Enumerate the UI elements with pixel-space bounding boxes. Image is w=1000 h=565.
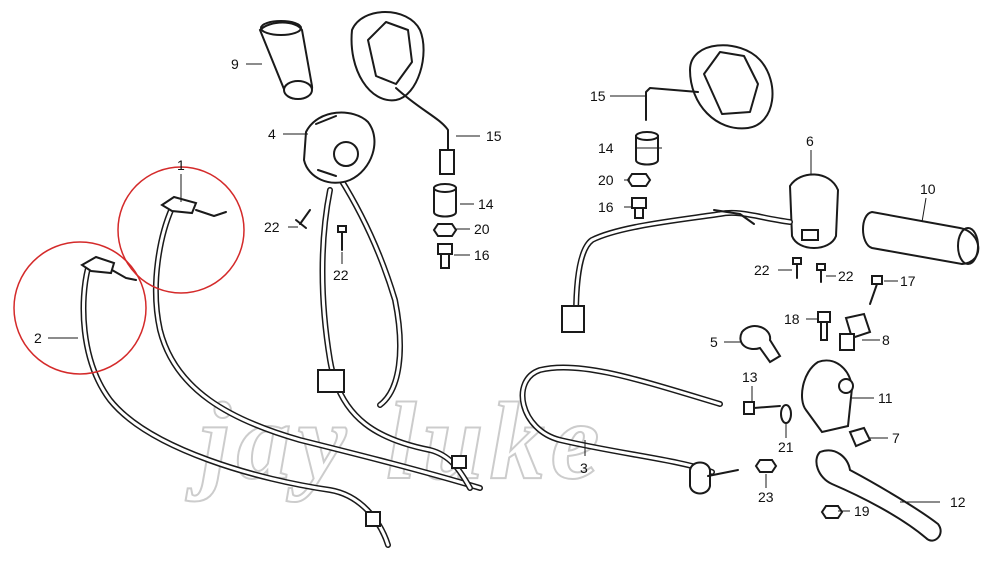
callout-20-left: 20 <box>474 221 490 237</box>
right-grip-10 <box>862 210 980 266</box>
right-switch-harness <box>561 209 793 333</box>
screw-22-a <box>295 209 311 229</box>
callout-22-c: 22 <box>754 262 770 278</box>
callout-15-right: 15 <box>590 88 606 104</box>
callout-18: 18 <box>784 311 800 327</box>
callout-14-left: 14 <box>478 196 494 212</box>
clutch-lever-12 <box>815 449 942 542</box>
highlight-circle-1 <box>117 166 245 294</box>
callout-6: 6 <box>806 133 814 149</box>
callout-3: 3 <box>580 460 588 476</box>
nut-19 <box>820 505 844 519</box>
callout-22-a: 22 <box>264 219 280 235</box>
leader-lines <box>48 63 940 512</box>
right-mirror-15 <box>645 44 774 130</box>
callout-10: 10 <box>920 181 936 197</box>
callout-20-right: 20 <box>598 172 614 188</box>
callout-21: 21 <box>778 439 794 455</box>
throttle-cable-1 <box>152 195 483 491</box>
left-switch-harness <box>317 175 473 527</box>
callout-23: 23 <box>758 489 774 505</box>
washer-21 <box>780 404 792 424</box>
left-grip-9 <box>258 20 314 100</box>
right-bolt-16 <box>631 197 647 219</box>
callout-7: 7 <box>892 430 900 446</box>
callout-13: 13 <box>742 369 758 385</box>
throttle-cable-2 <box>80 255 391 548</box>
callout-5: 5 <box>710 334 718 350</box>
switch-7 <box>848 426 872 448</box>
callout-11: 11 <box>878 390 893 406</box>
left-switch-housing-4 <box>302 111 376 184</box>
clip-5 <box>739 325 782 364</box>
screw-22-d <box>816 263 826 283</box>
screw-22-b <box>337 225 347 251</box>
callout-9: 9 <box>231 56 239 72</box>
right-nut-20 <box>626 173 652 187</box>
bolt-18 <box>817 311 831 341</box>
callout-14-right: 14 <box>598 140 614 156</box>
clutch-cable-3 <box>519 364 739 495</box>
callout-12: 12 <box>950 494 966 510</box>
left-adapter-14 <box>433 183 457 218</box>
left-nut-20 <box>432 223 458 237</box>
callout-4: 4 <box>268 126 276 142</box>
callout-15-left: 15 <box>486 128 502 144</box>
screw-17 <box>869 275 883 305</box>
callout-22-b: 22 <box>333 267 349 283</box>
right-adapter-14 <box>635 131 659 166</box>
left-bolt-16 <box>437 243 453 269</box>
callout-8: 8 <box>882 332 890 348</box>
callout-2: 2 <box>34 330 42 346</box>
callout-1: 1 <box>177 157 185 173</box>
callout-19: 19 <box>854 503 870 519</box>
right-switch-6 <box>788 173 840 249</box>
holder-8 <box>839 312 872 351</box>
highlight-circle-2 <box>13 241 147 375</box>
bolt-13 <box>743 401 781 415</box>
nut-23 <box>754 459 778 473</box>
callout-16-right: 16 <box>598 199 614 215</box>
left-mirror-15 <box>350 11 455 175</box>
callout-17: 17 <box>900 273 916 289</box>
callout-labels: 1 2 3 4 5 6 7 8 9 10 11 12 13 14 14 15 1… <box>34 56 966 519</box>
callout-16-left: 16 <box>474 247 490 263</box>
lever-holder-11 <box>801 359 854 434</box>
screw-22-c <box>792 257 802 279</box>
callout-22-d: 22 <box>838 268 854 284</box>
